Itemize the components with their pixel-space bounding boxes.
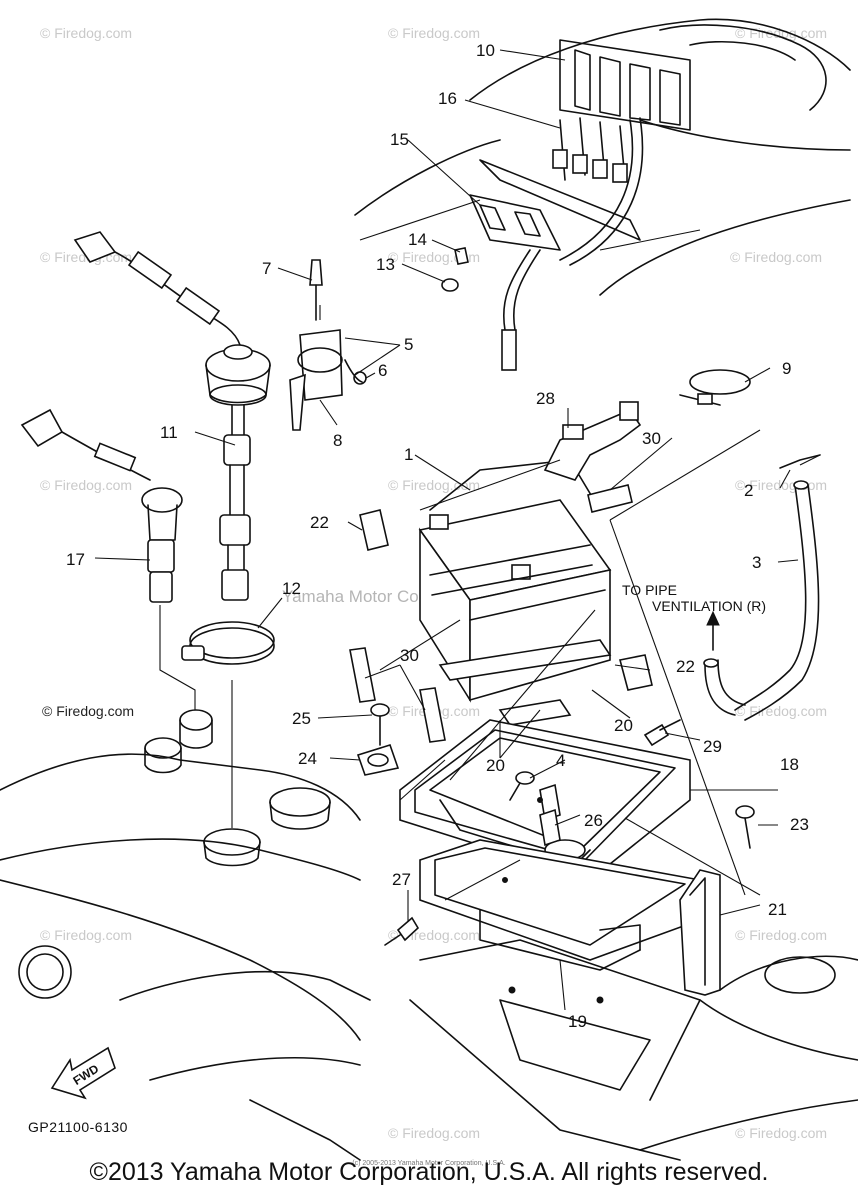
callout-1: 1 xyxy=(404,445,413,464)
callout-18: 18 xyxy=(780,755,799,774)
clamp-12 xyxy=(181,621,275,665)
tiny-copyright: (c) 2005-2013 Yamaha Motor Corporation, … xyxy=(352,1160,506,1167)
callout-20: 20 xyxy=(486,756,505,775)
callout-10: 10 xyxy=(476,41,495,60)
sensor-lead-11 xyxy=(73,231,271,601)
watermark: © Firedog.com xyxy=(40,477,132,493)
watermark: © Firedog.com xyxy=(735,25,827,41)
meter-housing xyxy=(354,18,851,371)
watermark: © Firedog.com xyxy=(735,927,827,943)
leader-lines xyxy=(94,49,821,1011)
callout-22: 22 xyxy=(676,657,695,676)
watermark: © Firedog.com xyxy=(735,1125,827,1141)
sensor-17 xyxy=(20,408,196,715)
grommets xyxy=(18,680,331,999)
callout-28: 28 xyxy=(536,389,555,408)
annotation-line2: VENTILATION (R) xyxy=(652,598,766,614)
callout-7: 7 xyxy=(262,259,271,278)
callout-13: 13 xyxy=(376,255,395,274)
callout-23: 23 xyxy=(790,815,809,834)
bracket-5-8 xyxy=(289,247,469,431)
pads xyxy=(349,484,653,743)
holder-28 xyxy=(543,401,642,481)
callout-16: 16 xyxy=(438,89,457,108)
frame-body xyxy=(0,753,858,1161)
callout-12: 12 xyxy=(282,579,301,598)
callout-25: 25 xyxy=(292,709,311,728)
callout-2: 2 xyxy=(744,481,753,500)
callout-21: 21 xyxy=(768,900,787,919)
watermark: © Firedog.com xyxy=(388,1125,480,1141)
watermark: © Firedog.com xyxy=(730,249,822,265)
battery-1 xyxy=(418,459,612,703)
callout-14: 14 xyxy=(408,230,427,249)
callout-24: 24 xyxy=(298,749,317,768)
fasteners xyxy=(356,703,755,946)
breather-hose-3 xyxy=(703,454,821,721)
watermark: © Firedog.com xyxy=(388,477,480,493)
callout-3: 3 xyxy=(752,553,761,572)
callout-27: 27 xyxy=(392,870,411,889)
copyright-notice: ©2013 Yamaha Motor Corporation, U.S.A. A… xyxy=(89,1158,769,1186)
callout-29: 29 xyxy=(703,737,722,756)
watermark: © Firedog.com xyxy=(42,703,134,719)
callout-20: 20 xyxy=(614,716,633,735)
band-9 xyxy=(679,369,751,406)
callout-6: 6 xyxy=(378,361,387,380)
tray-19 xyxy=(419,839,701,971)
callout-15: 15 xyxy=(390,130,409,149)
battery-case-18 xyxy=(399,719,691,881)
fwd-arrow: FWD xyxy=(50,1046,116,1100)
watermark: © Firedog.com xyxy=(388,25,480,41)
callout-17: 17 xyxy=(66,550,85,569)
annotation-line1: TO PIPE xyxy=(622,582,677,598)
watermark: © Firedog.com xyxy=(40,927,132,943)
callout-30: 30 xyxy=(400,646,419,665)
callout-4: 4 xyxy=(556,751,565,770)
callout-30: 30 xyxy=(642,429,661,448)
callout-22: 22 xyxy=(310,513,329,532)
callouts: 10 16 15 14 13 7 5 6 8 9 11 17 12 1 28 3… xyxy=(66,41,809,1031)
watermark: © Firedog.com xyxy=(40,25,132,41)
callout-19: 19 xyxy=(568,1012,587,1031)
diagram-code: GP21100-6130 xyxy=(28,1119,128,1135)
callout-5: 5 xyxy=(404,335,413,354)
callout-9: 9 xyxy=(782,359,791,378)
callout-11: 11 xyxy=(160,423,178,442)
watermark: © Firedog.com xyxy=(735,703,827,719)
callout-8: 8 xyxy=(333,431,342,450)
callout-26: 26 xyxy=(584,811,603,830)
strap-21 xyxy=(679,869,721,996)
